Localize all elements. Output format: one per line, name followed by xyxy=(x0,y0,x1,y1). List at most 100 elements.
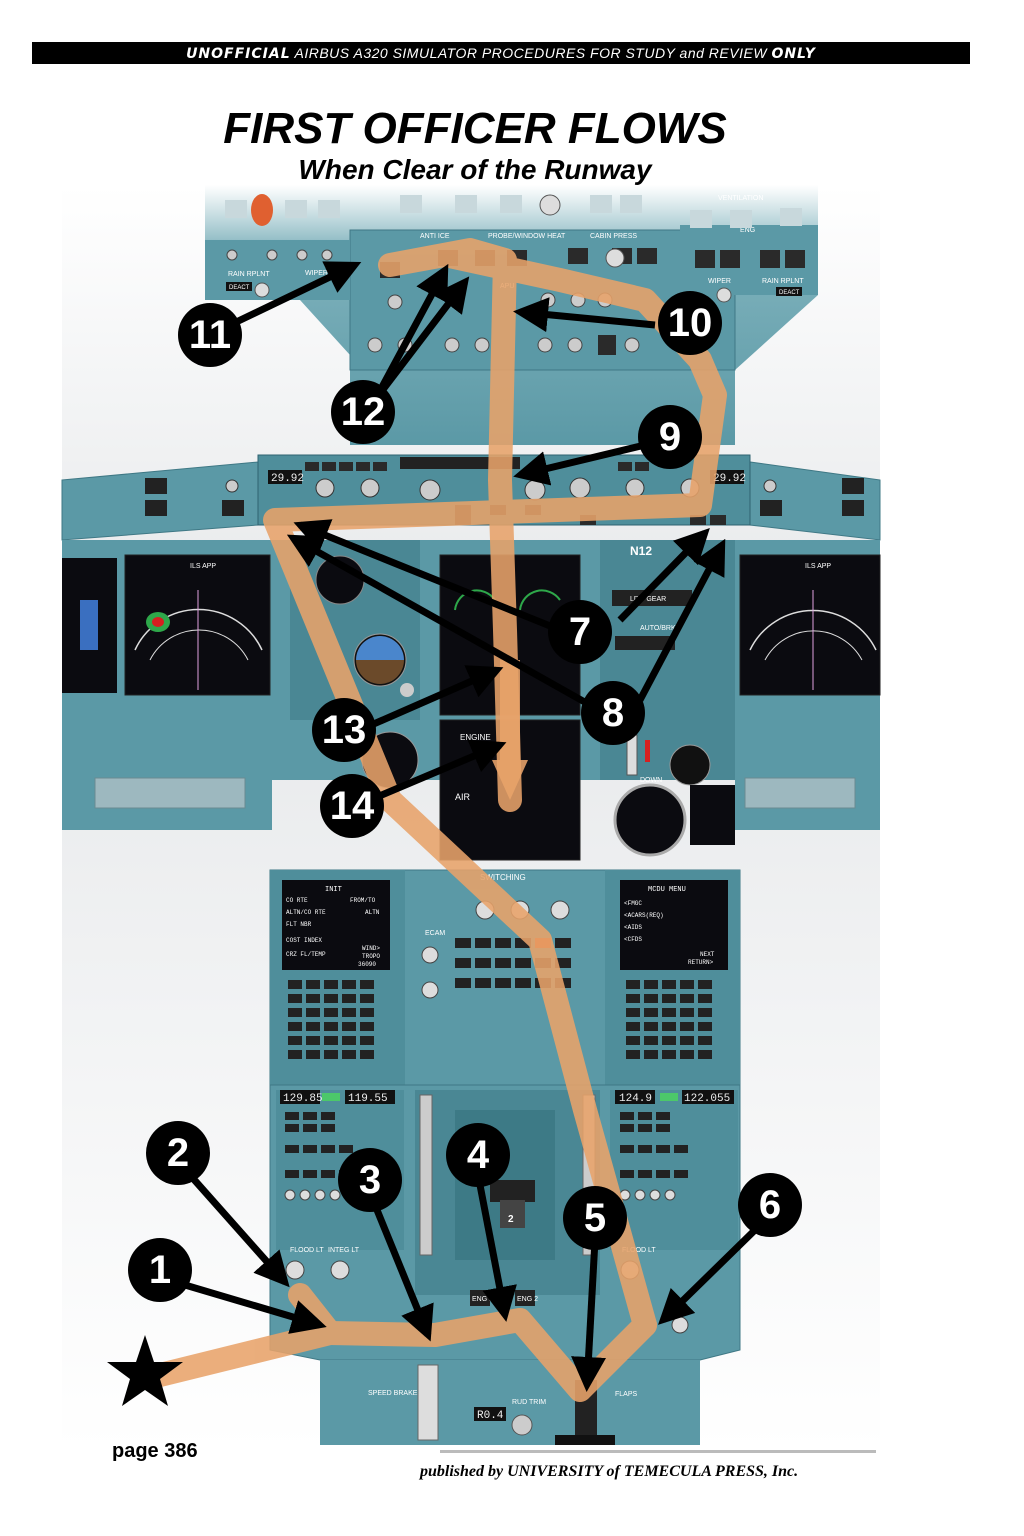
banner-suffix: ONLY xyxy=(771,46,816,62)
marker-10: 10 xyxy=(668,301,713,345)
tail-number: N12 xyxy=(630,544,652,558)
gear-down-label: DOWN xyxy=(640,777,662,784)
cabin-press-label: CABIN PRESS xyxy=(590,233,637,240)
marker-3: 3 xyxy=(359,1158,381,1202)
freq-standby-right: 122.055 xyxy=(684,1093,730,1105)
banner-prefix: UNOFFICIAL xyxy=(186,46,291,62)
eng1-master: ENG 1 xyxy=(472,1296,493,1303)
wiper-label-right: WIPER xyxy=(708,278,731,285)
footer-rule xyxy=(440,1450,876,1453)
publisher: published by UNIVERSITY of TEMECULA PRES… xyxy=(420,1463,799,1480)
start-star-icon xyxy=(107,1335,183,1406)
marker-6-circle xyxy=(738,1173,802,1237)
deact-right: DEACT xyxy=(779,290,800,296)
mcdu-aids: <AIDS xyxy=(624,924,642,931)
mcdu-altn: ALTN xyxy=(365,909,380,916)
deact-left: DEACT xyxy=(229,285,250,291)
mcdu-cfds: <CFDS xyxy=(624,936,642,943)
page-number: page 386 xyxy=(112,1440,198,1462)
mcdu-tropo: TROPO xyxy=(362,953,380,960)
ventilation-label: VENTILATION xyxy=(718,195,763,202)
marker-14: 14 xyxy=(330,784,375,828)
switching-label: SWITCHING xyxy=(480,873,526,882)
marker-11: 11 xyxy=(189,313,231,357)
baro-left: 29.92 xyxy=(271,473,304,485)
freq-active-left: 129.85 xyxy=(283,1093,323,1105)
ldg-gear-label: LDG GEAR xyxy=(630,596,666,603)
flood-lt-left: FLOOD LT xyxy=(290,1247,324,1254)
marker-14-circle xyxy=(320,774,384,838)
speed-brake-label: SPEED BRAKE xyxy=(368,1390,418,1397)
marker-1-circle xyxy=(128,1238,192,1302)
ils-app-left: ILS APP xyxy=(190,563,216,570)
freq-active-right: 124.9 xyxy=(619,1093,652,1105)
freq-standby-left: 119.55 xyxy=(348,1093,388,1105)
mcdu-cost-index: COST INDEX xyxy=(286,937,322,944)
rud-trim-value: R0.4 xyxy=(477,1410,504,1422)
marker-12: 12 xyxy=(341,390,386,434)
mcdu-tropo-val: 36090 xyxy=(358,961,376,968)
marker-11-circle xyxy=(178,303,242,367)
mcdu-right-keys xyxy=(626,980,712,1059)
integ-lt: INTEG LT xyxy=(328,1247,360,1254)
svg-text:2: 2 xyxy=(508,1214,514,1225)
rain-rplnt-left: RAIN RPLNT xyxy=(228,271,270,278)
ecam-label: ECAM xyxy=(425,930,445,937)
eng2-master: ENG 2 xyxy=(517,1296,538,1303)
mcdu-init: INIT xyxy=(325,886,342,894)
mcdu-crz-fl: CRZ FL/TEMP xyxy=(286,951,326,958)
step-markers: 1 2 3 4 5 6 7 8 9 10 11 12 13 14 xyxy=(128,291,802,1302)
mcdu-return: RETURN> xyxy=(688,959,714,966)
marker-5: 5 xyxy=(584,1196,606,1240)
mcdu-acars: <ACARS(REQ) xyxy=(624,912,664,919)
marker-2-circle xyxy=(146,1121,210,1185)
pointer-arrows xyxy=(184,261,758,1392)
page-subtitle: When Clear of the Runway xyxy=(298,154,652,185)
mcdu-wind: WIND> xyxy=(362,945,380,952)
marker-3-circle xyxy=(338,1148,402,1212)
mcdu-flt-nbr: FLT NBR xyxy=(286,921,312,928)
marker-2: 2 xyxy=(167,1131,189,1175)
marker-4-circle xyxy=(446,1123,510,1187)
right-nd xyxy=(739,554,881,696)
marker-7: 7 xyxy=(569,610,591,654)
marker-13-circle xyxy=(312,698,376,762)
autobrk-label: AUTO/BRK xyxy=(640,625,676,632)
marker-10-circle xyxy=(658,291,722,355)
mcdu-altn-rte: ALTN/CO RTE xyxy=(286,909,326,916)
mcdu-co-rte: CO RTE xyxy=(286,897,308,904)
flaps-label: FLAPS xyxy=(615,1391,638,1398)
mcdu-menu: MCDU MENU xyxy=(648,886,686,894)
marker-8: 8 xyxy=(602,691,624,735)
rud-trim-label: RUD TRIM xyxy=(512,1399,546,1406)
ils-app-right: ILS APP xyxy=(805,563,831,570)
main-instrument-panel: ILS APP ILS APP N12 LDG GEAR AUTO/BRK DO… xyxy=(62,540,881,861)
engine-label: ENGINE xyxy=(460,733,491,742)
mcdu-right-screen xyxy=(620,880,728,970)
air-label: AIR xyxy=(455,792,471,802)
mcdu-left-keys xyxy=(288,980,374,1059)
baro-right: 29.92 xyxy=(713,473,746,485)
marker-7-circle xyxy=(548,600,612,664)
eng-label: ENG xyxy=(740,227,755,234)
mcdu-fmgc: <FMGC xyxy=(624,900,642,907)
wiper-label-left: WIPER xyxy=(305,270,328,277)
marker-9-circle xyxy=(638,405,702,469)
mcdu-left-screen xyxy=(282,880,390,970)
header-banner: UNOFFICIAL AIRBUS A320 SIMULATOR PROCEDU… xyxy=(32,42,970,64)
marker-4: 4 xyxy=(467,1133,490,1177)
marker-9: 9 xyxy=(659,415,681,459)
marker-13: 13 xyxy=(322,708,367,752)
marker-12-circle xyxy=(331,380,395,444)
rain-rplnt-right: RAIN RPLNT xyxy=(762,278,804,285)
marker-1: 1 xyxy=(149,1248,171,1292)
marker-6: 6 xyxy=(759,1183,781,1227)
marker-8-circle xyxy=(581,681,645,745)
probe-heat-label: PROBE/WINDOW HEAT xyxy=(488,233,566,240)
page-title: FIRST OFFICER FLOWS xyxy=(223,104,727,153)
anti-ice-label: ANTI ICE xyxy=(420,233,450,240)
flood-lt-right: FLOOD LT xyxy=(622,1247,656,1254)
banner-main: AIRBUS A320 SIMULATOR PROCEDURES FOR STU… xyxy=(290,45,772,61)
mcdu-next: NEXT xyxy=(700,951,715,958)
